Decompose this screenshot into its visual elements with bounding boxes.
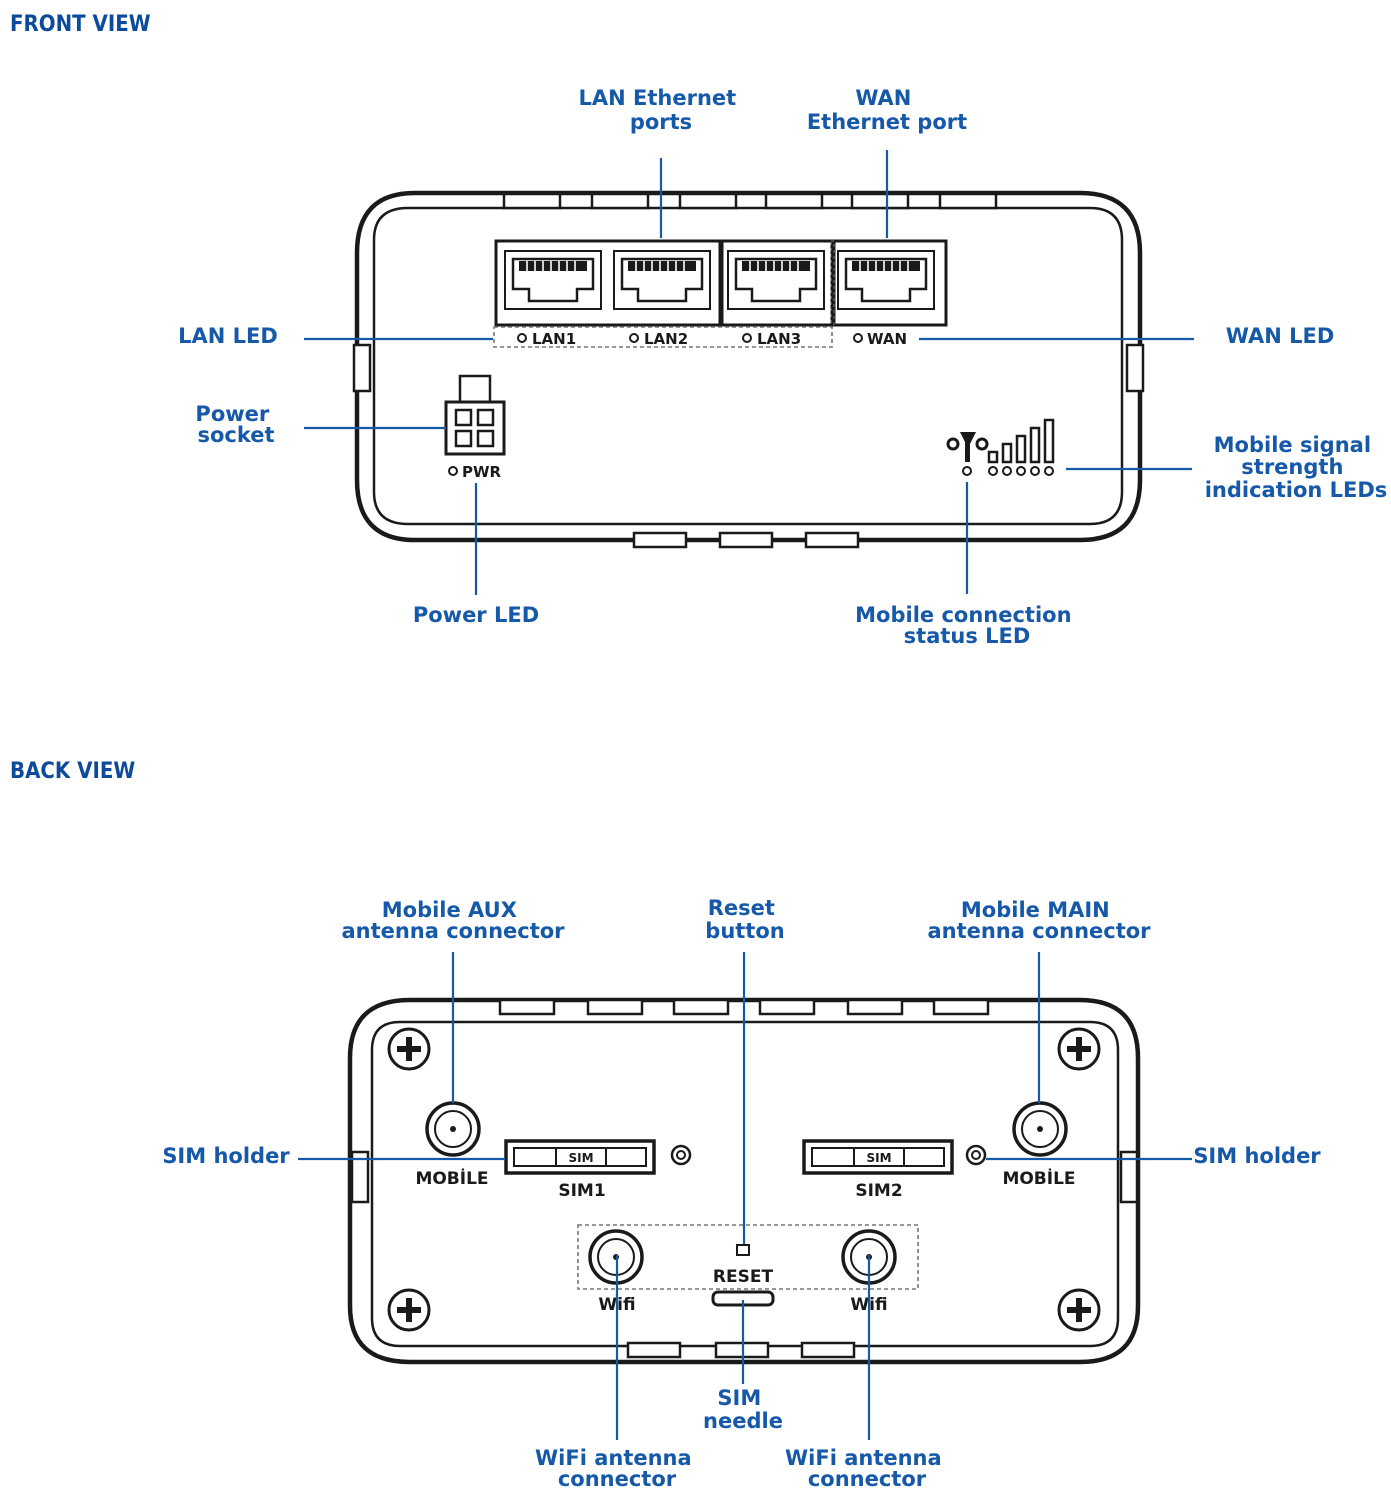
lan2-marking: LAN2	[644, 330, 688, 348]
label-mobile-main-antenna: Mobile MAIN antenna connector	[927, 898, 1151, 943]
label-power-socket: Power socket	[195, 402, 276, 447]
lan3-marking: LAN3	[757, 330, 801, 348]
antenna-icon	[946, 432, 989, 476]
back-view-heading: BACK VIEW	[10, 759, 135, 784]
lan1-led-icon	[517, 333, 527, 343]
front-view-heading: FRONT VIEW	[10, 12, 151, 37]
power-socket-icon	[444, 374, 506, 456]
screw-icon	[387, 1027, 431, 1071]
label-sim-holder-right: SIM holder	[1193, 1144, 1321, 1168]
reset-button-icon	[736, 1244, 750, 1256]
sim2-slot: SIM	[802, 1139, 954, 1175]
svg-text:SIM: SIM	[866, 1151, 891, 1165]
screw-icon	[1057, 1027, 1101, 1071]
sim-led-icon	[670, 1144, 987, 1166]
label-wifi-antenna-left: WiFi antenna connector	[535, 1446, 699, 1491]
back-callout-lines	[298, 952, 1192, 1440]
label-reset-button: Reset button	[705, 896, 784, 943]
lan1-port	[503, 249, 603, 311]
label-mobile-aux-antenna: Mobile AUX antenna connector	[341, 898, 565, 943]
label-mobile-signal-leds: Mobile signal strength indication LEDs	[1205, 433, 1388, 502]
mobile-main-connector-icon	[1012, 1101, 1068, 1157]
wan-port	[836, 249, 936, 311]
sim1-slot: SIM	[504, 1139, 656, 1175]
label-mobile-connection-status-led: Mobile connection status LED	[855, 603, 1079, 648]
label-wifi-antenna-right: WiFi antenna connector	[785, 1446, 949, 1491]
lan2-led-icon	[629, 333, 639, 343]
label-lan-led: LAN LED	[178, 324, 278, 348]
reset-marking: RESET	[713, 1267, 774, 1287]
label-sim-holder-left: SIM holder	[162, 1144, 290, 1168]
front-callout-lines	[304, 150, 1194, 595]
back-device: MOBİLE MOBİLE SIM SIM SIM1 SIM2 Wifi Wif…	[347, 997, 1141, 1365]
label-power-led: Power LED	[413, 603, 539, 627]
svg-text:SIM: SIM	[568, 1151, 593, 1165]
lan3-port	[726, 249, 826, 311]
signal-bars-icon	[987, 418, 1055, 476]
label-sim-needle: SIM needle	[703, 1386, 783, 1433]
mobile-right-marking: MOBİLE	[1002, 1167, 1075, 1189]
sim2-marking: SIM2	[855, 1181, 902, 1201]
pwr-marking: PWR	[462, 463, 502, 481]
wan-marking: WAN	[867, 330, 907, 348]
label-wan-led: WAN LED	[1226, 324, 1335, 348]
mobile-left-marking: MOBİLE	[415, 1167, 488, 1189]
sim1-marking: SIM1	[558, 1181, 605, 1201]
lan3-led-icon	[742, 333, 752, 343]
screw-icon	[1057, 1288, 1101, 1332]
label-lan-ethernet-ports: LAN Ethernet ports	[579, 86, 744, 134]
lan2-port	[612, 249, 712, 311]
screw-icon	[387, 1288, 431, 1332]
pwr-led-icon	[448, 466, 458, 476]
label-wan-ethernet-port: WAN Ethernet port	[807, 86, 967, 134]
mobile-aux-connector-icon	[425, 1101, 481, 1157]
front-device: LAN1 LAN2 LAN3 WAN PWR	[352, 190, 1145, 549]
wan-led-icon	[853, 333, 863, 343]
lan1-marking: LAN1	[532, 330, 576, 348]
